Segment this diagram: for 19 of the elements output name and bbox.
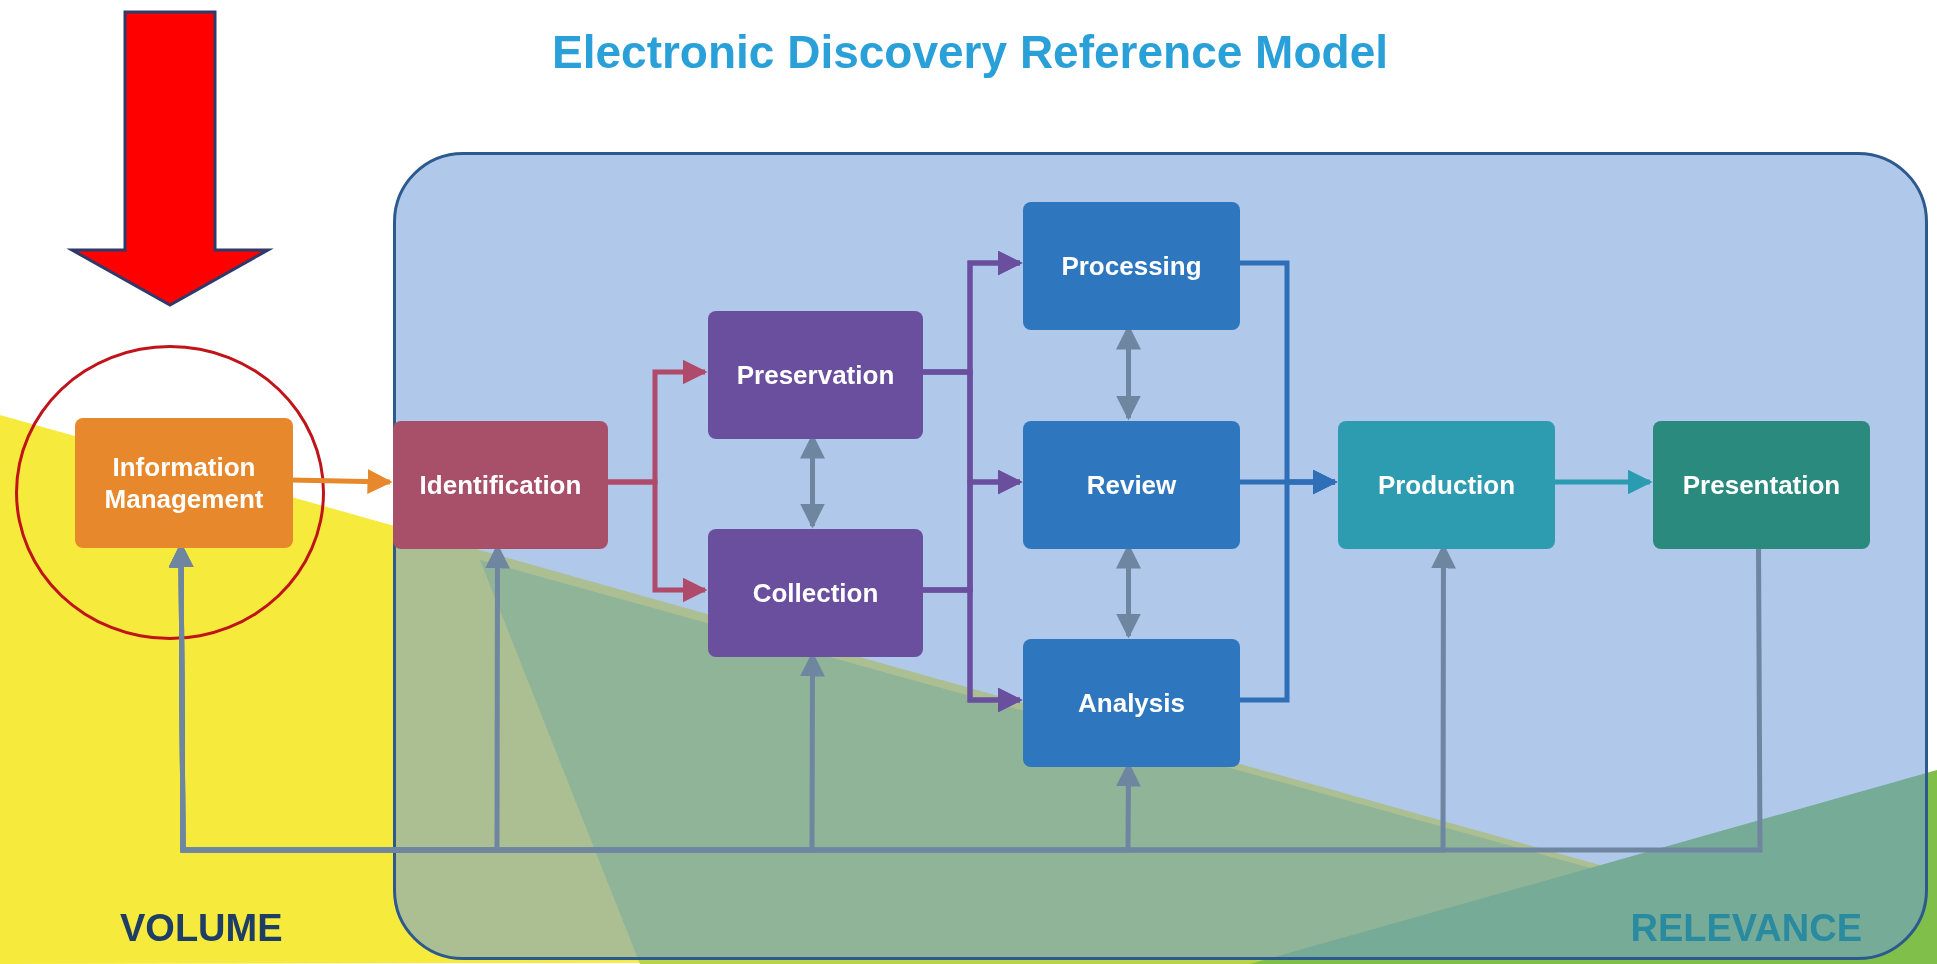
overlay-panel [393,152,1928,960]
process-box: Analysis [1023,639,1240,767]
process-box: Preservation [708,311,923,439]
process-box: Review [1023,421,1240,549]
arrow [605,479,708,603]
process-box: Information Management [75,418,293,548]
process-box: Presentation [1653,421,1870,549]
block-arrow [66,10,274,307]
diagram-title: Electronic Discovery Reference Model [551,25,1389,80]
arrow [1552,469,1653,495]
arrow [1237,469,1338,703]
highlight-ellipse [15,345,325,640]
scale-label: VOLUME [120,906,283,951]
scale-label: RELEVANCE [1630,906,1862,951]
arrow [920,587,1023,713]
process-box: Processing [1023,202,1240,330]
process-box: Production [1338,421,1555,549]
process-box: Collection [708,529,923,657]
process-box: Identification [393,421,608,549]
